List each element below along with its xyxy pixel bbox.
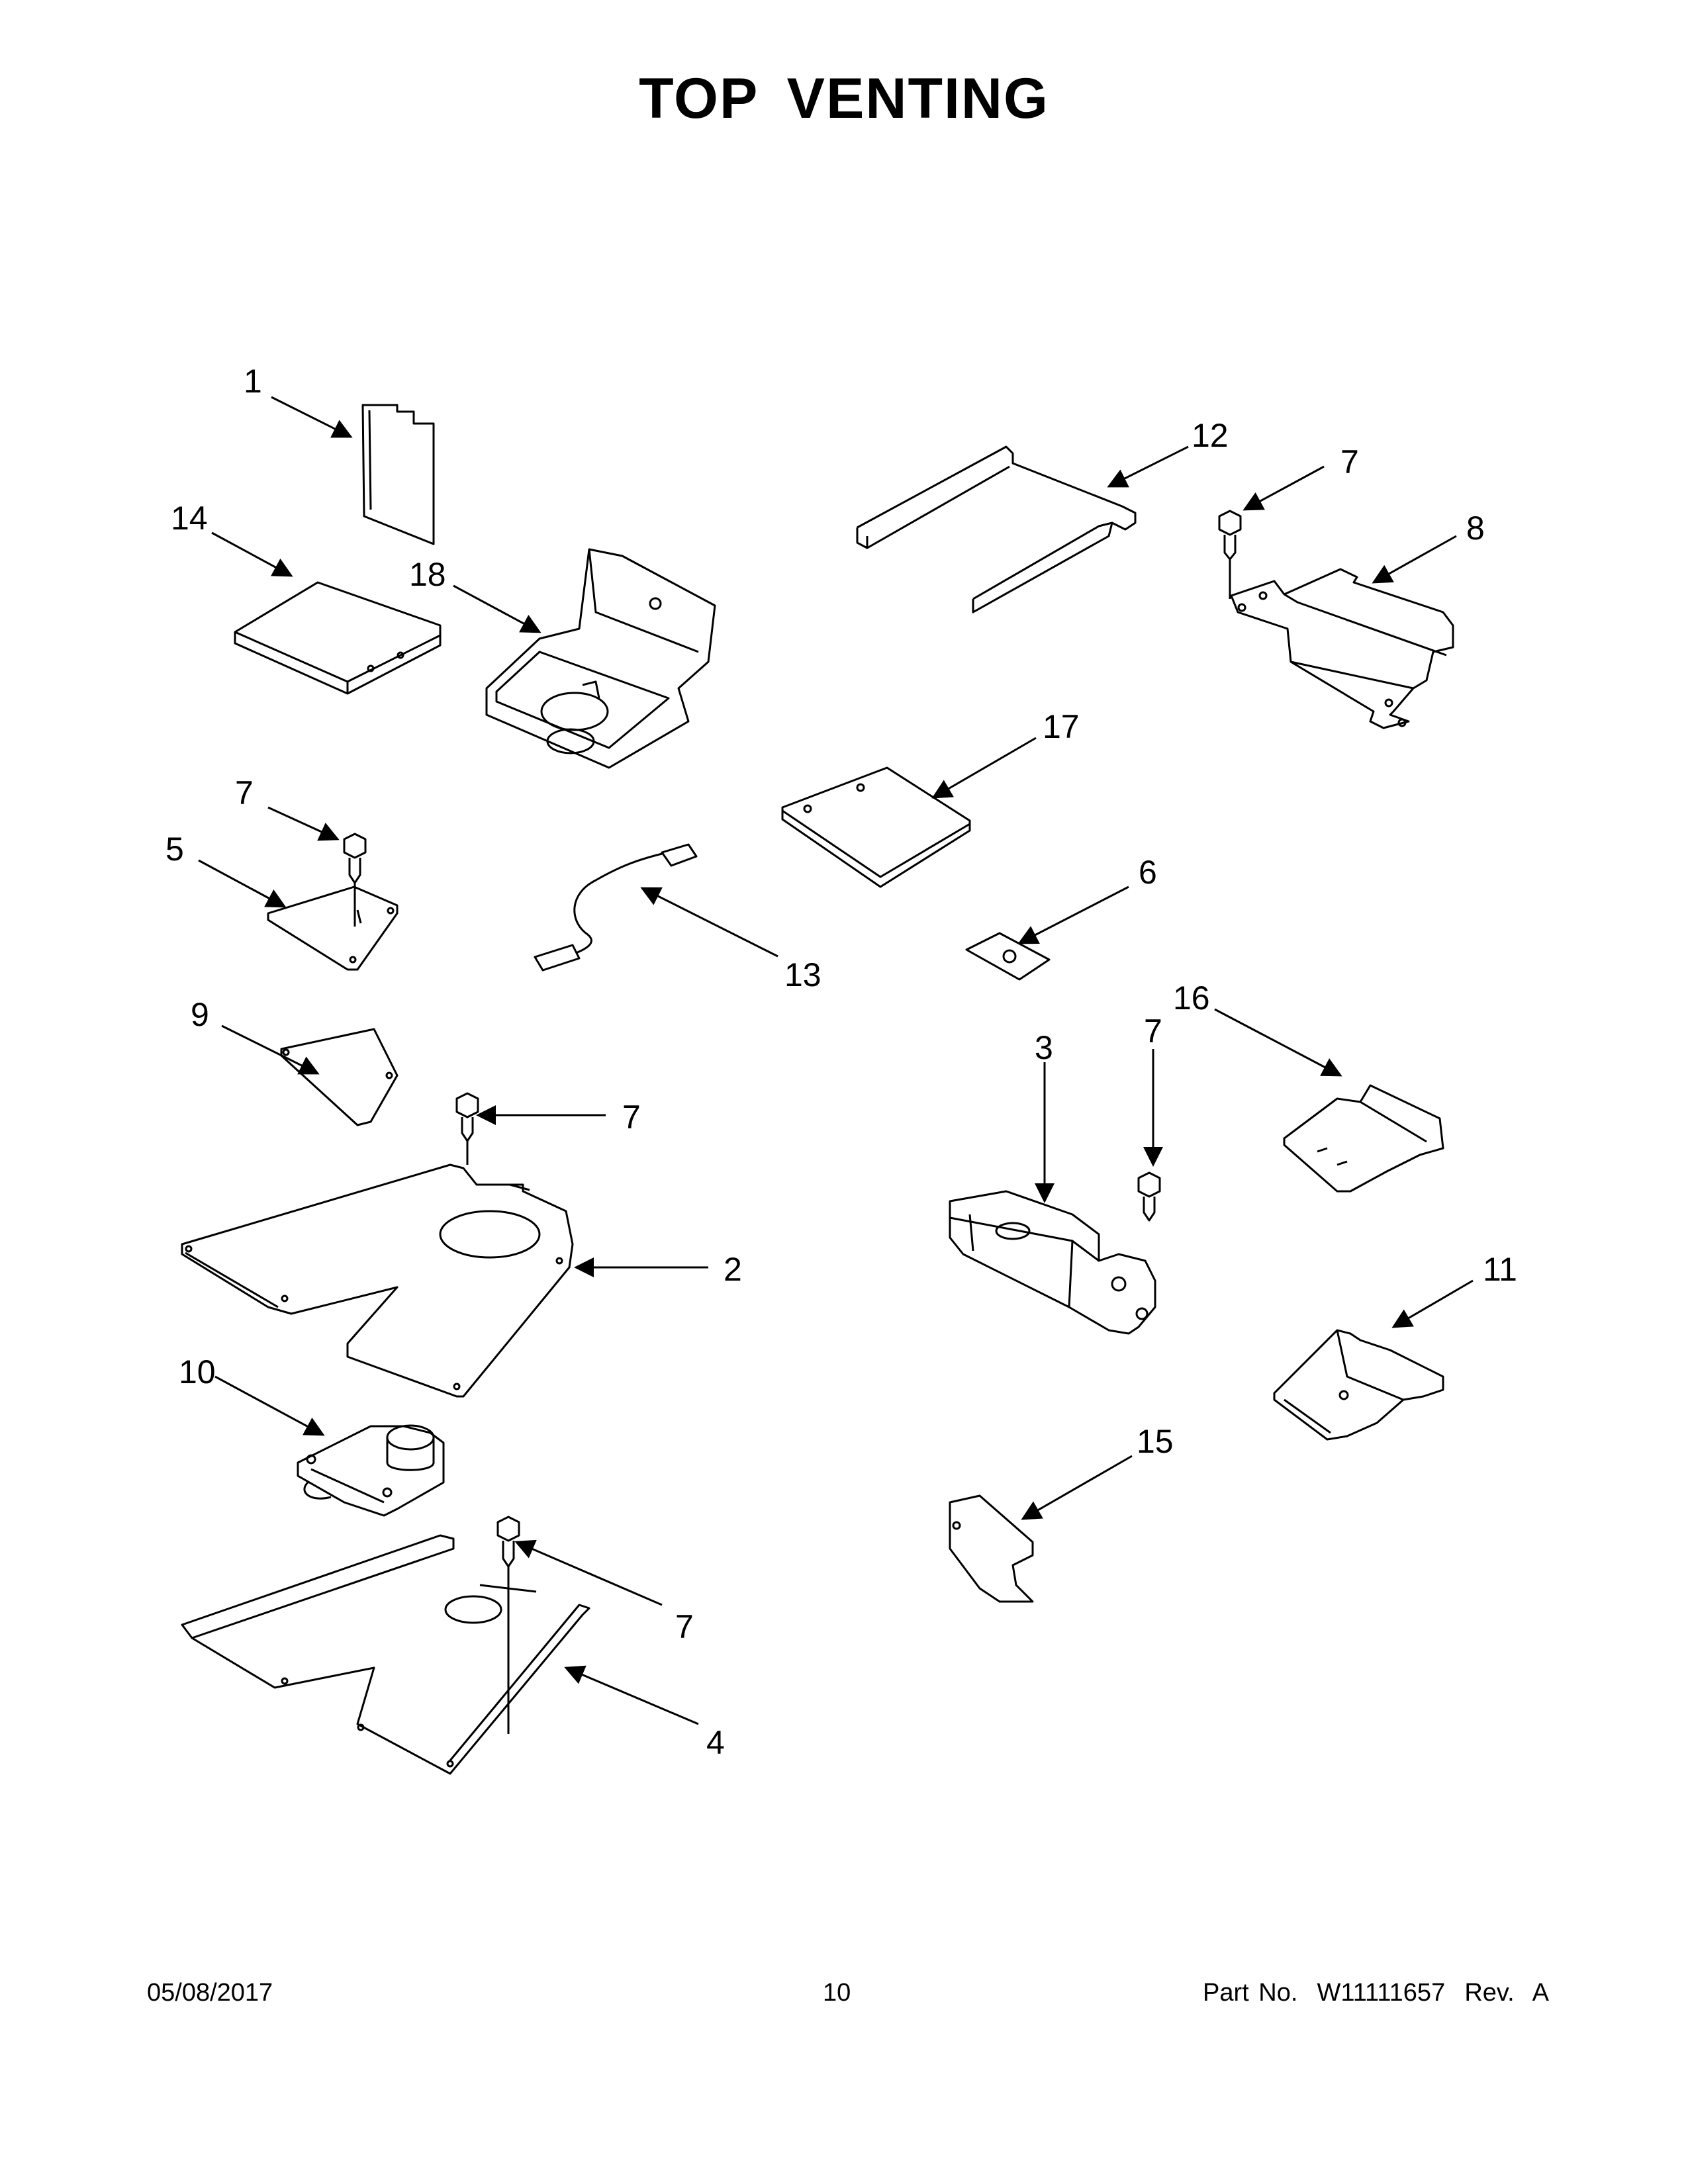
callout-11: 11 — [1483, 1251, 1517, 1288]
part-11-bracket — [1273, 1329, 1444, 1441]
part-10-damper-motor — [297, 1424, 445, 1517]
part-1-panel — [361, 404, 435, 545]
callout-7-a: 7 — [235, 774, 254, 811]
part-7-screw-left — [343, 833, 367, 927]
callout-7-e: 7 — [1144, 1013, 1162, 1050]
callout-4: 4 — [706, 1724, 725, 1761]
part-15-shield — [949, 1494, 1034, 1603]
callout-12: 12 — [1192, 417, 1229, 454]
footer-date: 05/08/2017 — [147, 1979, 273, 2007]
footer-page-number: 10 — [823, 1979, 851, 2007]
callout-13: 13 — [784, 956, 821, 993]
callout-18: 18 — [409, 556, 446, 593]
callout-2: 2 — [724, 1251, 742, 1288]
part-17-plate — [781, 766, 971, 888]
part-18-vent-box — [485, 548, 716, 769]
part-12-channel-frame — [856, 445, 1137, 614]
part-2-large-plate — [181, 1163, 574, 1398]
callout-labels: 1 14 18 7 5 13 9 7 2 10 7 4 12 7 8 17 6 … — [165, 363, 1517, 1761]
callout-10: 10 — [179, 1353, 216, 1390]
part-13-wire-harness — [534, 843, 698, 972]
callout-17: 17 — [1043, 708, 1080, 745]
part-4-lower-plate — [181, 1534, 590, 1775]
page-title: TOP VENTING — [639, 67, 1049, 130]
callout-5: 5 — [165, 831, 184, 868]
footer-part-number: Part No. W11111657 Rev. A — [1203, 1979, 1549, 2007]
part-14-shelf — [234, 581, 442, 695]
callout-16: 16 — [1173, 979, 1210, 1017]
callout-9: 9 — [191, 996, 209, 1033]
callout-1: 1 — [244, 363, 262, 400]
callout-8: 8 — [1466, 510, 1485, 547]
callout-14: 14 — [171, 500, 208, 537]
part-7-screw-top-right — [1218, 510, 1242, 599]
part-3-valve-assembly — [949, 1190, 1156, 1335]
part-6-gasket — [965, 932, 1051, 981]
callout-7-c: 7 — [675, 1608, 694, 1645]
callout-7-d: 7 — [1340, 443, 1359, 480]
callout-7-b: 7 — [622, 1099, 641, 1136]
part-5-plate — [267, 886, 399, 971]
callout-3: 3 — [1035, 1029, 1053, 1066]
part-7-screw-right — [1137, 1171, 1161, 1222]
callout-15: 15 — [1137, 1423, 1174, 1460]
callout-6: 6 — [1139, 854, 1157, 891]
part-8-bracket — [1230, 568, 1454, 729]
callout-arrows — [198, 396, 1474, 1725]
part-7-screw-middle — [455, 1092, 479, 1165]
part-16-vent-bracket — [1283, 1084, 1444, 1193]
part-7-screw-lower — [496, 1516, 520, 1734]
part-9-plate — [280, 1028, 399, 1126]
